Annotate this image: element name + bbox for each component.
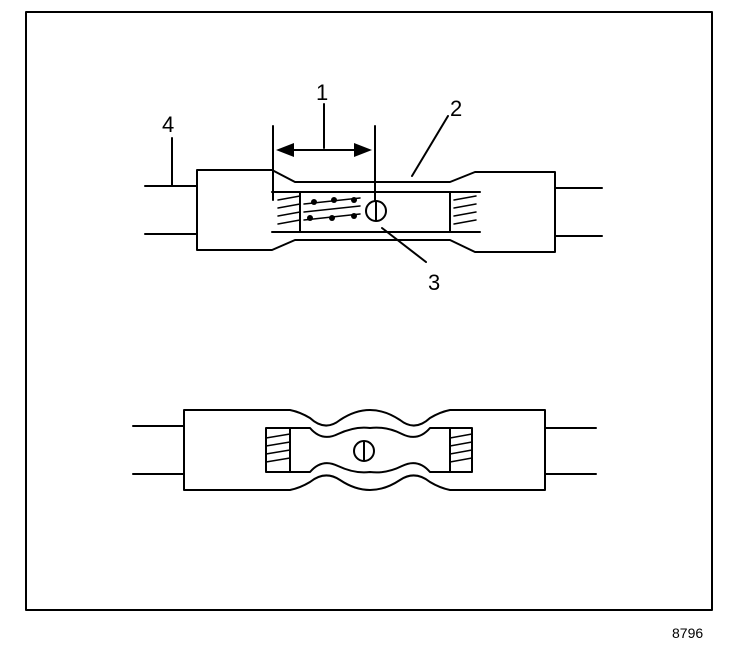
callout-1: 1 (316, 80, 328, 105)
leader-2 (411, 115, 449, 177)
right-barrel (449, 191, 481, 233)
splice-crimped (132, 409, 597, 491)
crimped-strands-right (449, 433, 473, 463)
crimped-stop-hole (353, 440, 375, 462)
splice-uncrimped: 1 2 3 4 (144, 80, 603, 295)
figure-number: 8796 (672, 625, 703, 641)
inserted-strands (303, 197, 361, 221)
dimension-1 (272, 103, 376, 201)
outer-sleeve (196, 169, 556, 253)
wire-strands-right (453, 195, 477, 225)
figure-frame (25, 11, 713, 611)
left-barrel (271, 191, 301, 233)
wire-stop-hole (365, 200, 387, 222)
crimped-right-barrel (449, 427, 473, 473)
leader-3 (381, 227, 427, 263)
crimped-sleeve (183, 409, 546, 491)
crimped-strands-left (265, 433, 291, 463)
crimped-left-barrel (265, 427, 291, 473)
wire-strands-left (277, 195, 301, 225)
crimped-barrel (289, 426, 451, 474)
callout-2: 2 (450, 96, 462, 121)
callout-4: 4 (162, 112, 174, 137)
callout-3: 3 (428, 270, 440, 295)
